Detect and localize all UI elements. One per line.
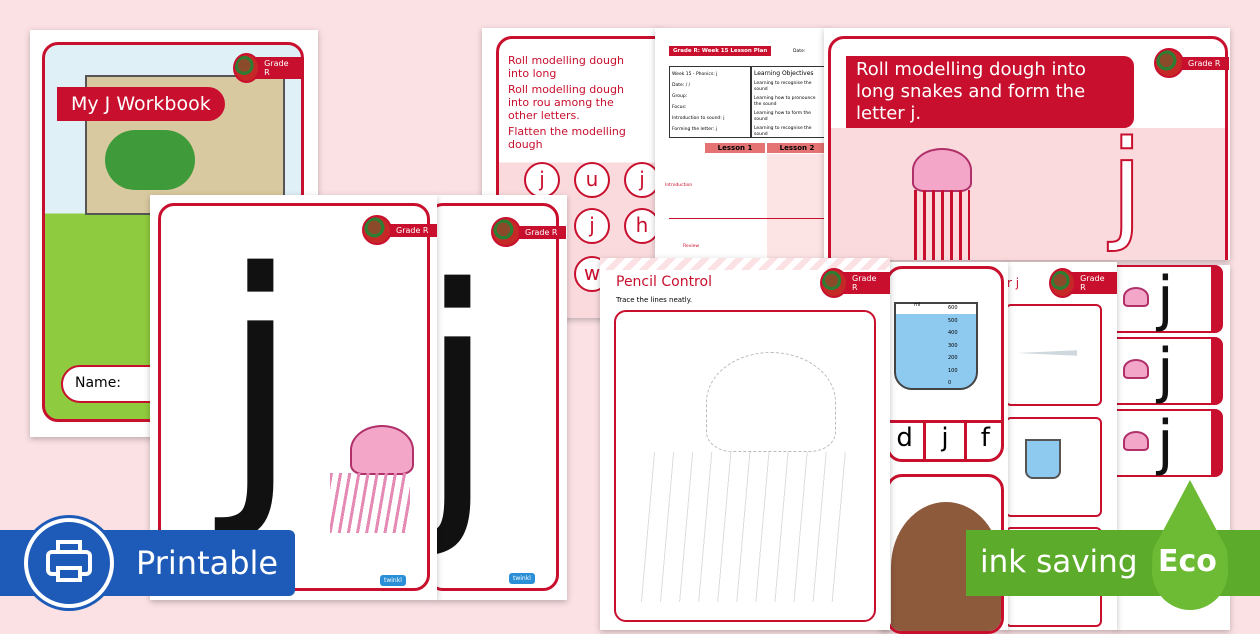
- plan-row: Introduction to sound: j: [672, 116, 725, 121]
- flashcard: j: [1115, 265, 1223, 333]
- intro-label: Introduction: [665, 183, 693, 188]
- scale-label: 400: [948, 330, 958, 336]
- lesson-plan-title: Grade R: Week 15 Lesson Plan: [669, 46, 772, 56]
- plan-row: Week 15 - Phonics: j: [672, 72, 718, 77]
- dough-instruction-card: Roll modelling dough into long snakes an…: [824, 28, 1230, 260]
- grade-badge: Grade R: [491, 217, 566, 247]
- measuring-jug: ml 600 500 400 300 200 100 0: [894, 302, 978, 390]
- avatar: [820, 268, 848, 298]
- objective: Learning to recognise the sound: [754, 126, 812, 137]
- bullet-2: Roll modelling dough into rou among the …: [508, 83, 624, 122]
- jellyfish-illustration: [350, 425, 414, 475]
- choice: f: [980, 423, 990, 453]
- choice: j: [926, 423, 967, 460]
- avatar: [1154, 48, 1184, 78]
- instruction-banner: Roll modelling dough into long snakes an…: [846, 56, 1134, 128]
- letter-circle: j: [624, 162, 660, 198]
- objective: Learning how to pronounce the sound: [754, 96, 816, 107]
- workbook-title: My J Workbook: [57, 87, 225, 121]
- jellyfish-illustration: [912, 148, 972, 192]
- objective: Learning to recognise the sound: [754, 81, 812, 92]
- eco-text: Eco: [1158, 544, 1217, 579]
- tree-illustration: [105, 130, 195, 190]
- scale-label: 100: [948, 367, 958, 374]
- letter-circle: j: [524, 162, 560, 198]
- eco-badge: ink saving Eco: [966, 480, 1260, 610]
- grade-badge: Grade R: [362, 215, 437, 245]
- lesson2-header: Lesson 2: [767, 143, 827, 153]
- objective: Learning how to form the sound: [754, 111, 811, 122]
- tracing-area[interactable]: [614, 310, 876, 622]
- letter-circle: u: [574, 162, 610, 198]
- grade-badge: Grade R: [1154, 48, 1229, 78]
- jellyfish-trace: [706, 352, 836, 452]
- big-letter: j: [220, 211, 301, 548]
- flashcard: j: [1115, 409, 1223, 477]
- pencil-control-sheet: Pencil Control Trace the lines neatly. G…: [600, 258, 890, 630]
- scale-label: 600: [948, 305, 958, 311]
- sheet-title: r j: [1007, 276, 1020, 290]
- scale-label: 0: [948, 380, 952, 386]
- plan-row: Forming the letter: j: [672, 127, 717, 132]
- printable-badge: Printable: [0, 518, 295, 608]
- letter-circle: j: [574, 208, 610, 244]
- scale-label: 300: [948, 342, 958, 349]
- avatar: [362, 215, 392, 245]
- grade-badge: Grade R: [820, 268, 890, 298]
- flashcard: j: [1115, 337, 1223, 405]
- printable-label: Printable: [136, 544, 279, 582]
- date-label: Date:: [793, 49, 806, 54]
- eco-label: ink saving: [980, 544, 1138, 580]
- review-label: Review: [683, 244, 700, 249]
- objectives-title: Learning Objectives: [754, 70, 814, 77]
- plan-row: Focus:: [672, 105, 687, 110]
- twinkl-logo: twinkl: [509, 573, 535, 584]
- choice: d: [886, 423, 927, 460]
- jet-picture: [1005, 304, 1102, 406]
- printer-icon: [24, 518, 114, 608]
- letter-card-2: Grade R j twinkl: [417, 195, 567, 600]
- grade-badge: Grade R: [1049, 268, 1117, 298]
- twinkl-logo: twinkl: [380, 575, 406, 586]
- bullet-1: Roll modelling dough into long: [508, 54, 624, 80]
- avatar: [1049, 268, 1077, 298]
- jug-card-sheet: ml 600 500 400 300 200 100 0 d j f: [880, 262, 1008, 634]
- plan-row: Group:: [672, 94, 688, 99]
- plan-row: Date: / /: [672, 83, 691, 88]
- scale-label: 200: [948, 355, 958, 361]
- grade-badge: Grade R: [233, 53, 301, 83]
- lesson1-header: Lesson 1: [705, 143, 765, 153]
- avatar: [491, 217, 521, 247]
- unit-label: ml: [914, 302, 921, 308]
- pencil-subtitle: Trace the lines neatly.: [616, 296, 693, 304]
- scale-label: 500: [948, 317, 958, 324]
- bullet-3: Flatten the modelling dough: [508, 125, 626, 151]
- avatar: [233, 53, 261, 83]
- lesson-plan: Grade R: Week 15 Lesson Plan Date: Week …: [655, 28, 830, 260]
- pencil-title: Pencil Control: [616, 274, 712, 290]
- dotted-letter: j: [1109, 116, 1144, 255]
